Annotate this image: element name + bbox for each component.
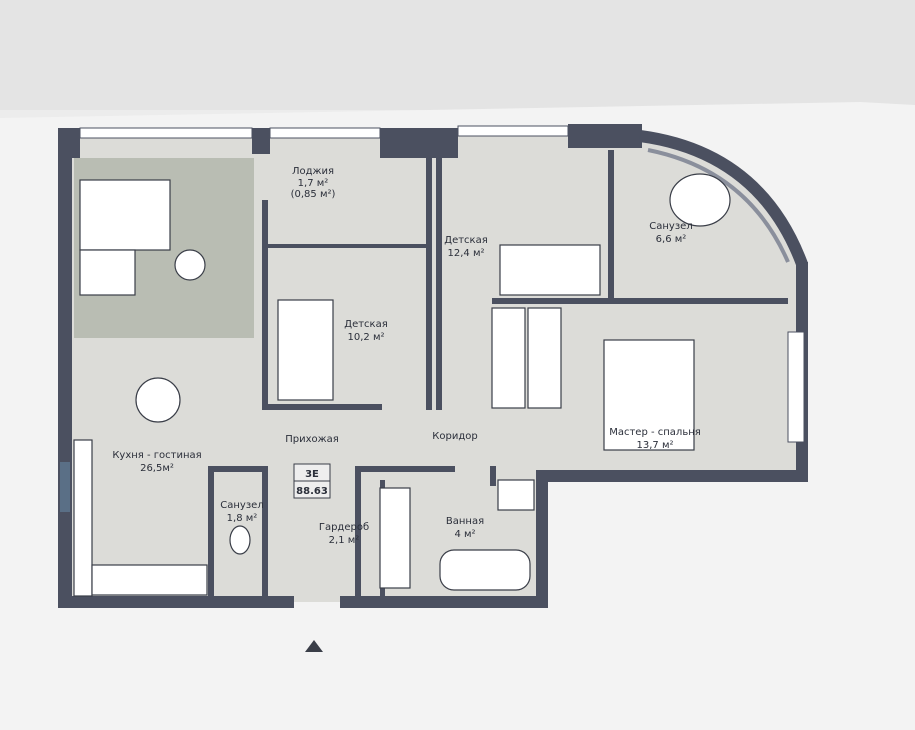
window-kids [457, 125, 569, 137]
room-loggia-area: 1,7 м² [298, 178, 329, 189]
room-corridor-name: Коридор [432, 431, 477, 442]
window-loggia [269, 127, 381, 139]
room-bath-master-name: Санузел [649, 221, 692, 232]
shower [497, 479, 535, 511]
bathtub [439, 549, 531, 591]
room-bath-master-area: 6,6 м² [656, 234, 687, 245]
background-paper-top [0, 0, 915, 110]
bed-kids-large [499, 244, 601, 296]
room-bathroom-area: 4 м² [454, 529, 475, 540]
entrance-arrow-icon [305, 640, 323, 652]
bed-kids-small [277, 299, 334, 401]
room-wardrobe-name: Гардероб [319, 522, 369, 533]
room-kids-large-area: 12,4 м² [448, 248, 485, 259]
room-kitchen-area: 26,5м² [140, 463, 174, 474]
sofa [79, 179, 171, 251]
room-loggia-name: Лоджия [292, 166, 334, 177]
window-living [79, 127, 253, 139]
dining-table [135, 377, 181, 423]
room-hall-name: Прихожая [285, 434, 339, 445]
kitchen-counter [73, 439, 93, 597]
room-kids-small-area: 10,2 м² [348, 332, 385, 343]
room-wc-name: Санузел [220, 500, 263, 511]
room-kids-large-name: Детская [444, 235, 487, 246]
outer-walls [58, 124, 808, 608]
room-kids-small-name: Детская [344, 319, 387, 330]
curved-wall [639, 130, 808, 267]
room-master-name: Мастер - спальня [609, 427, 701, 438]
unit-code: 3E [305, 469, 319, 480]
bathtub-oval [669, 173, 731, 227]
room-bathroom-name: Ванная [446, 516, 484, 527]
room-wardrobe-area: 2,1 м² [329, 535, 360, 546]
window-master [787, 331, 805, 443]
wardrobe-2 [527, 307, 562, 409]
window-kitchen [60, 462, 70, 512]
room-loggia-area-alt: (0,85 м²) [291, 189, 336, 200]
toilet [229, 525, 251, 555]
room-wc-area: 1,8 м² [227, 513, 258, 524]
unit-total-area: 88.63 [296, 486, 328, 497]
furniture [73, 173, 731, 597]
wardrobe-hall [379, 487, 411, 589]
room-kitchen-name: Кухня - гостиная [112, 450, 201, 461]
bed-master [603, 339, 695, 451]
wardrobe-1 [491, 307, 526, 409]
curved-window [647, 148, 790, 263]
room-master-area: 13,7 м² [637, 440, 674, 451]
unit-tag: 3E 88.63 [293, 463, 331, 499]
